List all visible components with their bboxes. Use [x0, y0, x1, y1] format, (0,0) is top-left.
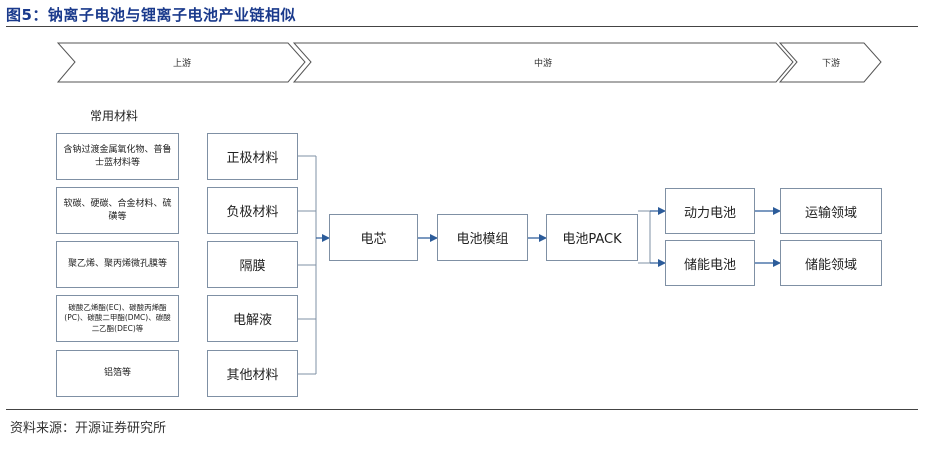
stage-upstream-label: 上游 [173, 57, 191, 69]
figure-title: 图5：钠离子电池与锂离子电池产业链相似 [6, 6, 296, 24]
category-cathode: 正极材料 [207, 133, 298, 180]
material-box-electrolyte: 碳酸乙烯酯(EC)、碳酸丙烯酯(PC)、碳酸二甲酯(DMC)、碳酸二乙酯(DEC… [56, 295, 179, 342]
common-materials-label: 常用材料 [90, 109, 139, 123]
material-box-anode: 软碳、硬碳、合金材料、硫磺等 [56, 187, 179, 234]
bottom-rule [6, 409, 918, 410]
application-transport: 运输领域 [780, 188, 882, 234]
connectors [298, 155, 781, 375]
category-other: 其他材料 [207, 350, 298, 397]
battery-power: 动力电池 [665, 188, 755, 234]
application-storage: 储能领域 [780, 240, 882, 286]
category-anode: 负极材料 [207, 187, 298, 234]
process-module: 电池模组 [437, 214, 528, 261]
category-electrolyte: 电解液 [207, 295, 298, 342]
stage-upstream-chevron [56, 42, 306, 83]
source-note: 资料来源：开源证券研究所 [10, 421, 167, 436]
stage-downstream-label: 下游 [822, 57, 840, 69]
material-box-other: 铝箔等 [56, 350, 179, 397]
process-pack: 电池PACK [546, 214, 638, 261]
battery-storage: 储能电池 [665, 240, 755, 286]
category-separator: 隔膜 [207, 241, 298, 288]
stage-downstream-chevron [778, 42, 882, 83]
material-box-cathode: 含钠过渡金属氧化物、普鲁士蓝材料等 [56, 133, 179, 180]
material-box-separator: 聚乙烯、聚丙烯微孔膜等 [56, 241, 179, 288]
stage-midstream-label: 中游 [534, 57, 552, 69]
process-cell: 电芯 [329, 214, 418, 261]
stage-midstream-chevron [292, 42, 794, 83]
top-rule [6, 26, 918, 27]
stage-banner: 上游 中游 下游 [56, 42, 882, 83]
